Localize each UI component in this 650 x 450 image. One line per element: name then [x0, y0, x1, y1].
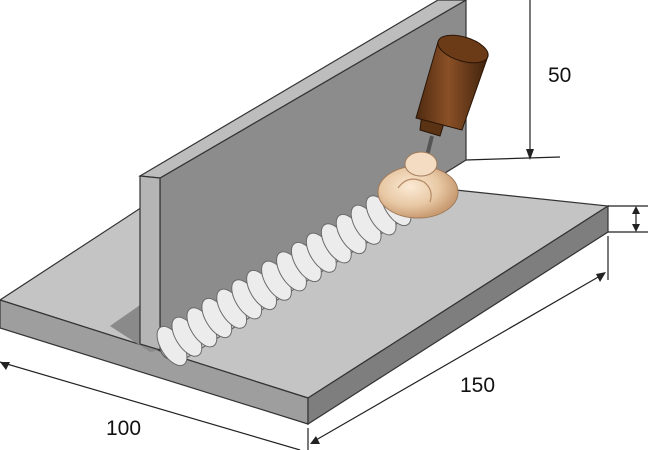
- dimension-length: 150: [307, 236, 609, 450]
- dimension-thickness: [608, 205, 648, 233]
- height-arrow-icon: [526, 149, 534, 160]
- length-arrow-right-icon: [596, 272, 606, 282]
- thickness-arrow-down-icon: [632, 224, 640, 232]
- height-label: 50: [548, 64, 571, 87]
- width-label: 100: [106, 417, 141, 440]
- height-extension-line: [465, 156, 561, 161]
- vertical-plate-end-face: [139, 175, 161, 351]
- arc-glow-inner: [404, 151, 438, 177]
- welding-torch: [377, 34, 489, 219]
- vertical-plate: [138, 0, 468, 352]
- arc-glow-ring: [397, 178, 432, 203]
- dimension-height: 50: [465, 0, 571, 161]
- length-dim-line: [315, 275, 601, 441]
- width-arrow-left-icon: [0, 362, 10, 370]
- length-arrow-left-icon: [310, 436, 320, 444]
- dimension-width: 100: [0, 361, 301, 450]
- torch-cap: [437, 34, 489, 64]
- length-label: 150: [460, 374, 495, 397]
- base-plate-shadow: [110, 305, 160, 352]
- thickness-arrow-up-icon: [632, 206, 640, 214]
- width-dim-line: [0, 361, 301, 450]
